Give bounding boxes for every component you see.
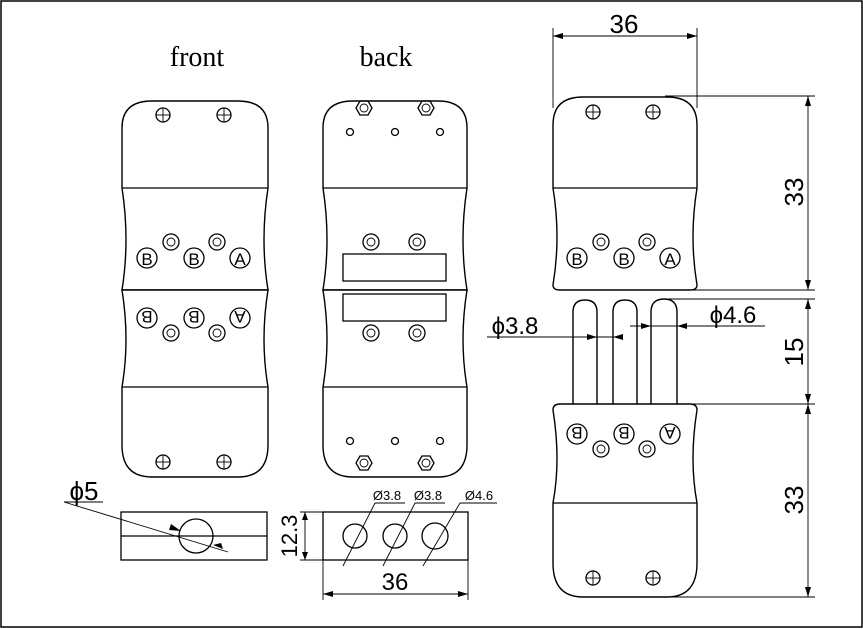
- screw-icon: [155, 107, 171, 123]
- front-label: front: [170, 42, 225, 73]
- socket-icon: [638, 440, 656, 458]
- pin-letter-b-inverted: B: [571, 423, 582, 442]
- dimension-pin-length: 15: [779, 338, 809, 367]
- face-hole: [178, 518, 214, 554]
- hex-nut-icon: [417, 100, 435, 116]
- pin-letter-b: B: [141, 250, 152, 269]
- dimension-height-lower: 33: [779, 486, 809, 515]
- socket-icon: [162, 233, 180, 251]
- face-hole: [421, 522, 449, 550]
- dimension-face-width: 36: [382, 569, 409, 596]
- back-lower-body: [322, 289, 468, 478]
- screw-icon: [216, 107, 232, 123]
- front-upper-body: [121, 100, 269, 291]
- small-hole: [390, 127, 400, 137]
- pin-letter-b-inverted: B: [141, 307, 152, 326]
- dimension-pin-small: ϕ3.8: [492, 313, 539, 340]
- dimension-hole-dia: ϕ5: [69, 476, 98, 506]
- socket-icon: [408, 233, 426, 251]
- screw-icon: [645, 570, 661, 586]
- pin-letter-a: A: [234, 250, 246, 269]
- pin-letter-b-inverted: B: [188, 307, 199, 326]
- back-label: back: [360, 42, 413, 73]
- small-hole: [390, 436, 400, 446]
- socket-icon: [408, 324, 426, 342]
- dimension-height-upper: 33: [779, 178, 809, 207]
- pin-letter-a-inverted: A: [234, 307, 246, 326]
- socket-icon: [362, 233, 380, 251]
- face-hole: [382, 523, 408, 549]
- screw-icon: [155, 454, 171, 470]
- pin-letter-b: B: [188, 250, 199, 269]
- side-view: B B A B B A: [552, 96, 698, 598]
- face-hole: [342, 523, 368, 549]
- side-upper-body: [552, 96, 698, 291]
- dimension-pin-large: ϕ4.6: [710, 302, 757, 329]
- hex-nut-icon: [417, 455, 435, 471]
- socket-icon: [162, 324, 180, 342]
- label-window: [342, 293, 447, 322]
- socket-icon: [638, 233, 656, 251]
- side-dimensions: 36 33 15 33 ϕ3.8 ϕ4.6: [487, 9, 815, 598]
- back-upper-body: [322, 100, 468, 291]
- pin-letter-a: A: [664, 250, 676, 269]
- pin-letter-b: B: [618, 250, 629, 269]
- pin: [612, 299, 638, 404]
- screw-icon: [585, 104, 601, 120]
- pin: [650, 298, 678, 404]
- dimension-face-height: 12.3: [277, 515, 302, 558]
- front-face-view: ϕ5: [63, 476, 268, 561]
- screw-icon: [585, 570, 601, 586]
- back-face-view: Ø3.8 Ø3.8 Ø4.6 12.3 36: [277, 488, 497, 600]
- pin-letter-b: B: [571, 250, 582, 269]
- pin-letter-b-inverted: B: [618, 423, 629, 442]
- dimension-face-hole-3: Ø4.6: [465, 488, 493, 503]
- socket-icon: [208, 324, 226, 342]
- small-hole: [435, 127, 445, 137]
- small-hole: [435, 436, 445, 446]
- small-hole: [345, 127, 355, 137]
- dimension-face-hole-2: Ø3.8: [414, 488, 442, 503]
- socket-icon: [208, 233, 226, 251]
- back-view: [322, 100, 468, 478]
- front-view: B B A B B A: [121, 100, 269, 478]
- pin-letter-a-inverted: A: [664, 423, 676, 442]
- socket-icon: [592, 233, 610, 251]
- dimension-top-width: 36: [610, 9, 639, 39]
- front-lower-body: [121, 289, 269, 478]
- socket-icon: [362, 324, 380, 342]
- small-hole: [345, 436, 355, 446]
- label-window: [342, 253, 447, 282]
- socket-icon: [592, 440, 610, 458]
- pin: [572, 299, 598, 404]
- screw-icon: [645, 104, 661, 120]
- hex-nut-icon: [355, 455, 373, 471]
- hex-nut-icon: [355, 100, 373, 116]
- dimension-face-hole-1: Ø3.8: [373, 488, 401, 503]
- screw-icon: [216, 454, 232, 470]
